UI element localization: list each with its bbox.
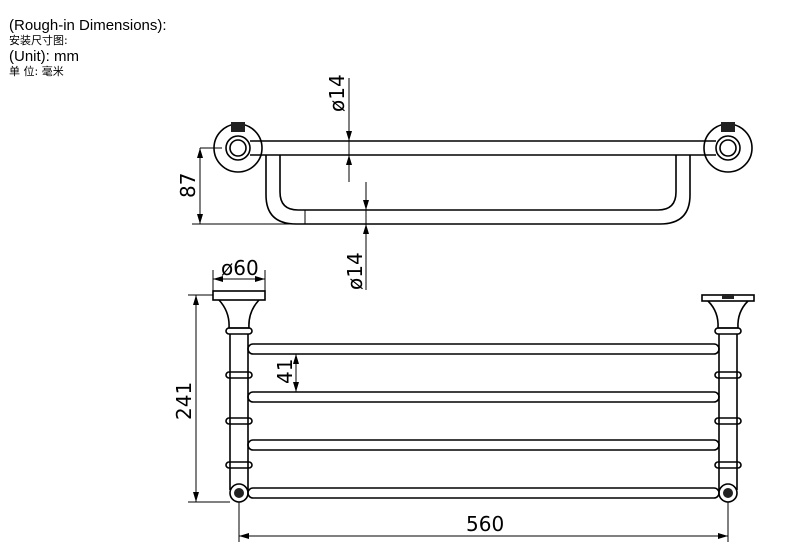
dim-height: 241 (172, 382, 196, 420)
right-flange-top (703, 122, 753, 173)
right-post (701, 294, 755, 503)
dim-flange-diameter: ø60 (221, 256, 259, 280)
rough-in-title-en: (Rough-in Dimensions): (9, 17, 167, 34)
dim-bar-spacing: 41 (273, 359, 297, 384)
rough-in-title-zh: 安装尺寸图: (9, 34, 68, 47)
dimension-legend: (Rough-in Dimensions): 安装尺寸图: (Unit): mm… (9, 17, 269, 79)
left-flange-top (213, 122, 263, 173)
unit-label-en: (Unit): mm (9, 48, 79, 65)
unit-label-zh: 单 位: 毫米 (9, 65, 64, 78)
dim-bar-diameter-top: ø14 (325, 74, 349, 112)
top-view: ø14 87 ø14 (176, 74, 753, 290)
dim-width: 560 (466, 512, 504, 536)
dim-depth: 87 (176, 173, 200, 198)
dim-bar-diameter-bottom: ø14 (343, 252, 367, 290)
left-post (212, 290, 266, 503)
front-view: ø60 241 41 560 (172, 256, 755, 542)
shelf-bars (247, 343, 720, 499)
